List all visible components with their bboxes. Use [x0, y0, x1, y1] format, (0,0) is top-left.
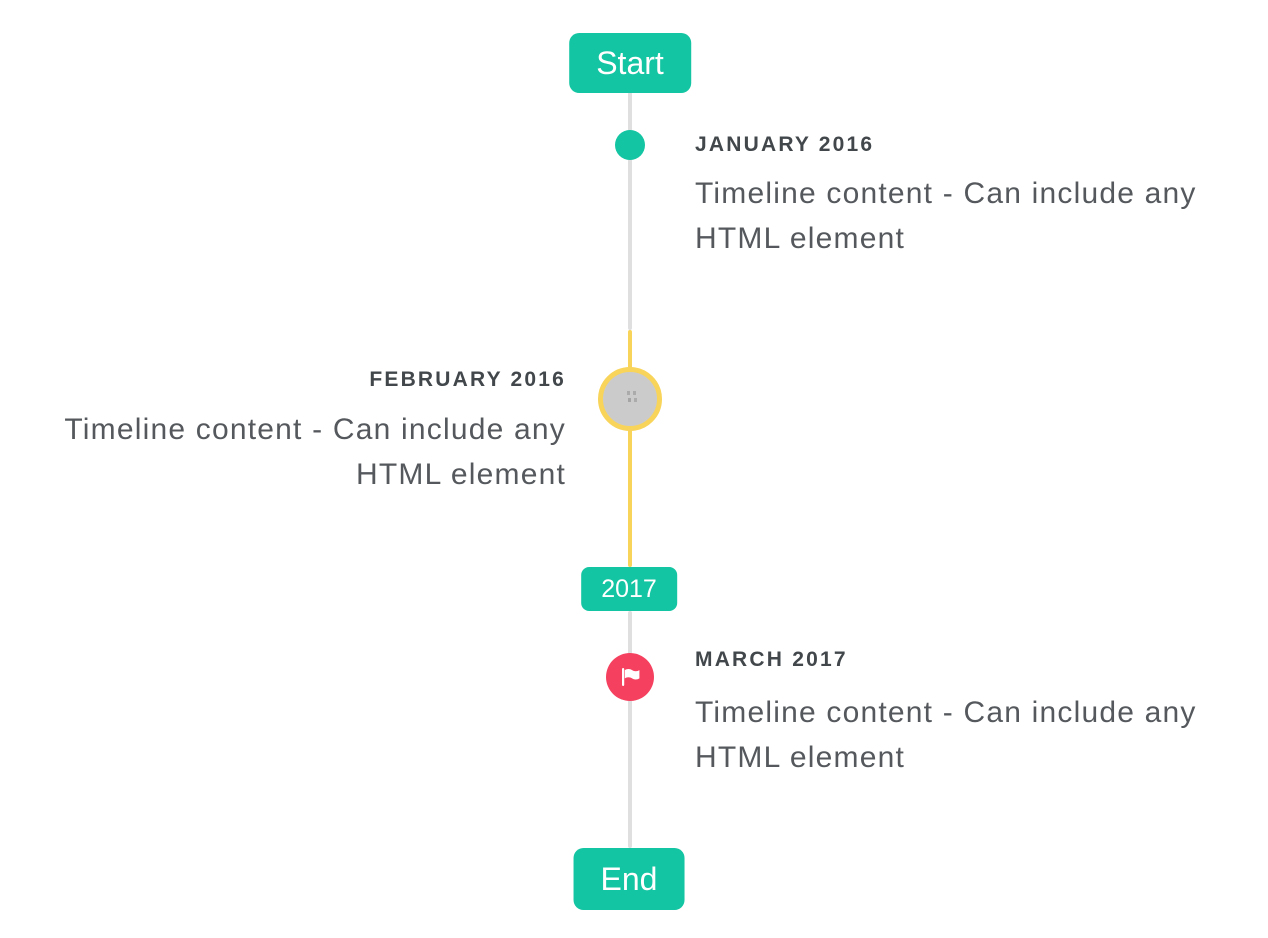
timeline-line-segment-bottom: [628, 611, 632, 848]
year-2017-badge: 2017: [581, 567, 677, 611]
timeline-line-segment-top: [628, 92, 632, 330]
march-marker-flag-circle: [606, 653, 654, 701]
january-marker-dot: [615, 130, 645, 160]
end-badge: End: [573, 848, 685, 910]
flag-icon: [622, 668, 640, 686]
event-date-february-2016: FEBRUARY 2016: [369, 368, 566, 391]
start-badge: Start: [569, 33, 691, 93]
event-content-march-2017: Timeline content - Can include any HTML …: [695, 696, 1197, 774]
timeline-line-segment-highlight: [628, 330, 632, 567]
event-content-january-2016: Timeline content - Can include any HTML …: [695, 177, 1197, 255]
event-date-march-2017: MARCH 2017: [695, 648, 848, 671]
event-date-january-2016: JANUARY 2016: [695, 133, 875, 156]
february-marker-image-circle: [598, 367, 662, 431]
event-content-february-2016: Timeline content - Can include any HTML …: [64, 413, 566, 491]
broken-image-icon: [627, 391, 630, 395]
